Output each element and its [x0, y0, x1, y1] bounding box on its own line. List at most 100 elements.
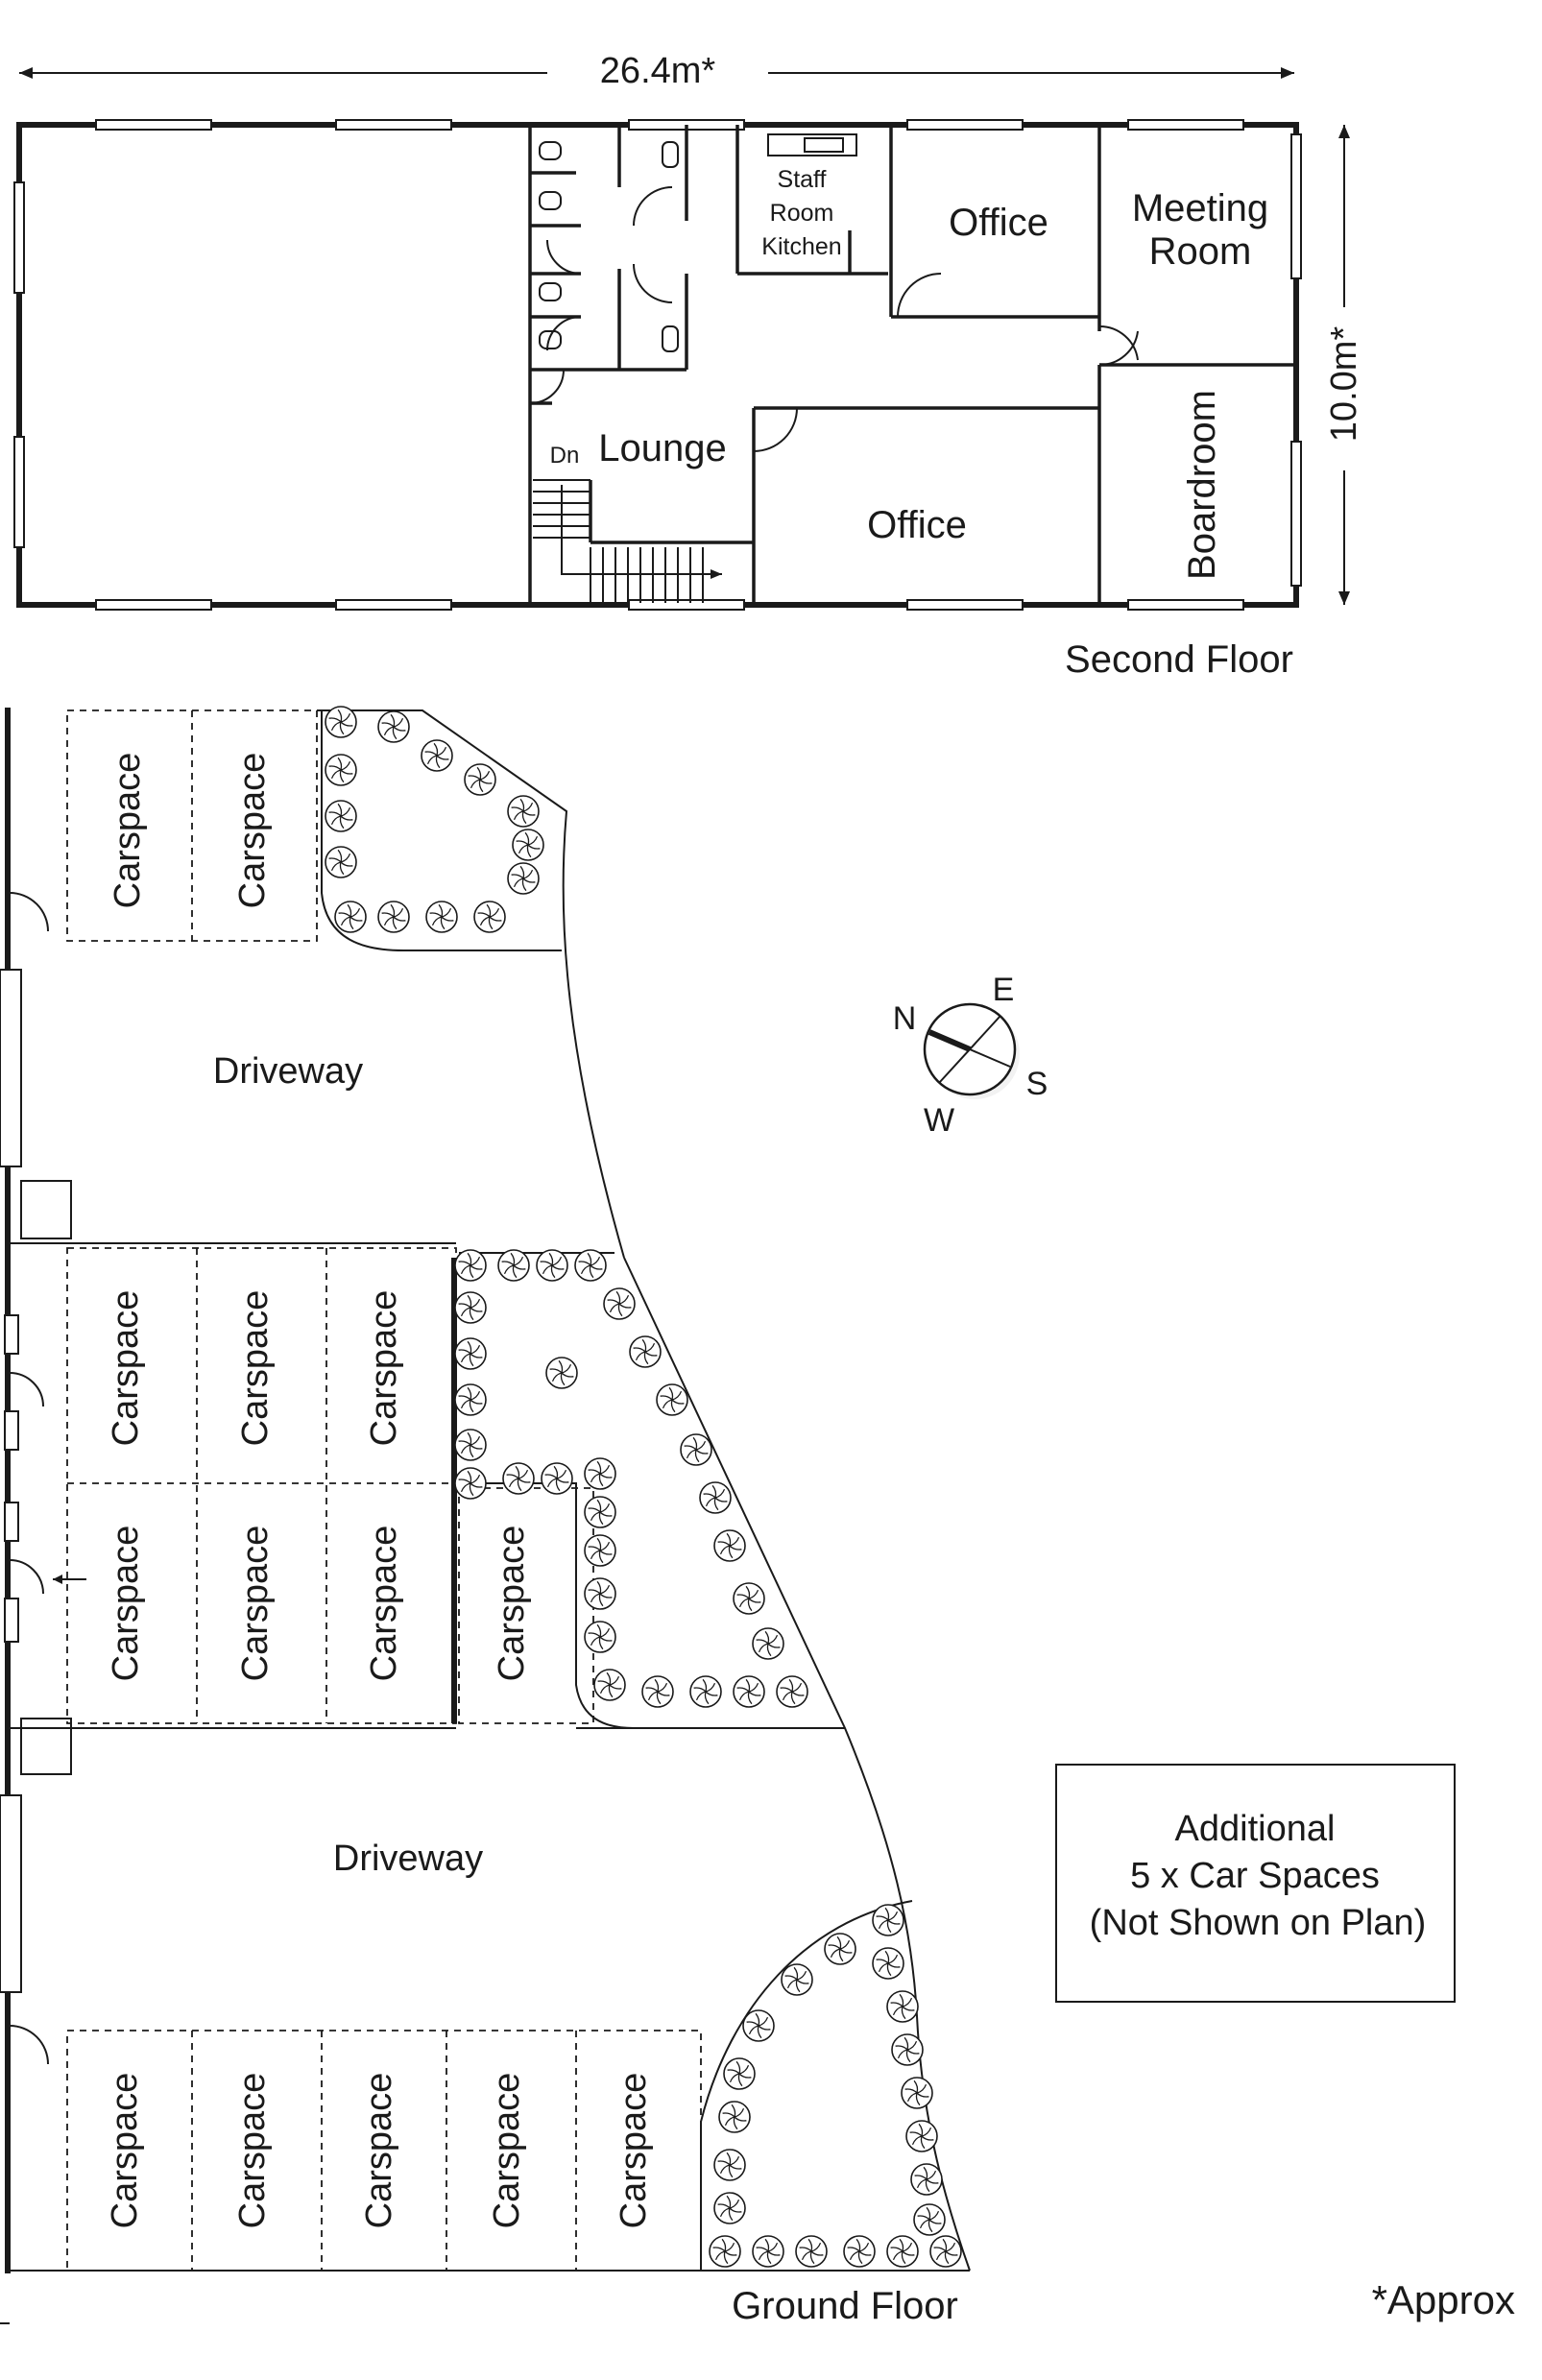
- tree-icon: [713, 1529, 746, 1562]
- meeting-room-label-1: Meeting: [1132, 187, 1268, 229]
- tree-icon: [901, 2077, 933, 2109]
- garden-beds: [321, 710, 913, 2271]
- compass-north-label: N: [893, 1000, 917, 1037]
- lounge-label: Lounge: [598, 427, 726, 469]
- tree-icon: [872, 1947, 904, 1980]
- boardroom-label: Boardroom: [1181, 390, 1223, 580]
- note-line-2: 5 x Car Spaces: [1130, 1856, 1380, 1896]
- tree-icon: [733, 1675, 765, 1708]
- tree-icon: [824, 1933, 856, 1965]
- tree-icon: [913, 2203, 946, 2236]
- tree-icon: [752, 1627, 784, 1660]
- tree-icon: [325, 754, 357, 786]
- tree-icon: [584, 1577, 616, 1610]
- compass-south-label: S: [1026, 1066, 1048, 1102]
- carspace-label: Carspace: [492, 1526, 532, 1682]
- tree-icon: [752, 2235, 784, 2268]
- tree-icon: [713, 2192, 746, 2224]
- tree-icon: [872, 1904, 904, 1936]
- stairs-down-label: Dn: [550, 443, 580, 469]
- carspace-label: Carspace: [235, 1290, 276, 1447]
- carspace-label: Carspace: [487, 2073, 527, 2229]
- tree-icon: [541, 1462, 573, 1495]
- tree-icon: [377, 901, 410, 933]
- tree-icon: [689, 1675, 722, 1708]
- staff-room-label-3: Kitchen: [761, 233, 841, 260]
- tree-icon: [464, 763, 496, 796]
- carspace-bays: [8, 709, 702, 2272]
- tree-icon: [497, 1249, 530, 1282]
- tree-icon: [733, 1582, 765, 1615]
- carspace-label: Carspace: [232, 2073, 273, 2229]
- note-line-1: Additional: [1175, 1809, 1336, 1849]
- trees: [325, 706, 962, 2268]
- tree-icon: [929, 2235, 962, 2268]
- carspace-labels: Carspace Carspace Carspace Carspace Cars…: [105, 753, 654, 2229]
- tree-icon: [325, 800, 357, 832]
- tree-icon: [334, 901, 367, 933]
- second-floor-plan: 26.4m* 10.0m*: [13, 51, 1364, 681]
- additional-spaces-note: Additional 5 x Car Spaces (Not Shown on …: [1055, 1764, 1456, 2003]
- tree-icon: [325, 706, 357, 738]
- tree-icon: [709, 2235, 741, 2268]
- tree-icon: [593, 1669, 626, 1701]
- tree-icon: [454, 1249, 487, 1282]
- tree-icon: [377, 710, 410, 743]
- office-lower-label: Office: [867, 504, 967, 546]
- tree-icon: [776, 1675, 808, 1708]
- tree-icon: [584, 1534, 616, 1567]
- carspace-label: Carspace: [106, 1290, 146, 1447]
- depth-dimension-label: 10.0m*: [1324, 326, 1364, 443]
- tree-icon: [507, 862, 540, 895]
- tree-icon: [454, 1383, 487, 1416]
- tree-icon: [584, 1496, 616, 1528]
- width-dimension-label: 26.4m*: [600, 51, 716, 91]
- carspace-label: Carspace: [359, 2073, 399, 2229]
- second-floor-caption: Second Floor: [1065, 638, 1293, 681]
- tree-icon: [742, 2009, 775, 2042]
- compass-rose: N E S W: [893, 972, 1048, 1139]
- tree-icon: [680, 1433, 712, 1466]
- tree-icon: [629, 1335, 662, 1368]
- staff-room-label-1: Staff: [778, 166, 827, 193]
- tree-icon: [603, 1287, 636, 1320]
- tree-icon: [718, 2101, 751, 2133]
- interior-walls: [528, 125, 1296, 605]
- carspace-label: Carspace: [106, 1526, 146, 1682]
- site-boundary: [8, 709, 971, 2272]
- carspace-label: Carspace: [235, 1526, 276, 1682]
- tree-icon: [891, 2033, 924, 2066]
- note-line-3: (Not Shown on Plan): [1090, 1903, 1427, 1943]
- tree-icon: [512, 829, 544, 861]
- carspace-label: Carspace: [108, 753, 148, 909]
- tree-icon: [574, 1249, 607, 1282]
- ground-floor-plan: Carspace Carspace Carspace Carspace Cars…: [0, 706, 971, 2327]
- tree-icon: [886, 2235, 919, 2268]
- tree-icon: [641, 1675, 674, 1708]
- tree-icon: [536, 1249, 568, 1282]
- meeting-room-label-2: Room: [1149, 230, 1252, 273]
- tree-icon: [325, 846, 357, 878]
- tree-icon: [910, 2163, 943, 2196]
- driveway-label-upper: Driveway: [213, 1051, 363, 1092]
- tree-icon: [656, 1383, 688, 1416]
- compass-west-label: W: [924, 1102, 954, 1139]
- office-upper-label: Office: [949, 202, 1048, 244]
- tree-icon: [545, 1357, 578, 1389]
- tree-icon: [843, 2235, 876, 2268]
- ground-windows: [0, 892, 86, 2324]
- tree-icon: [454, 1337, 487, 1370]
- carspace-label: Carspace: [232, 753, 273, 909]
- driveway-label-lower: Driveway: [333, 1839, 483, 1879]
- approx-footnote: *Approx: [1372, 2277, 1515, 2322]
- tree-icon: [713, 2149, 746, 2181]
- compass-east-label: E: [993, 972, 1015, 1008]
- tree-icon: [421, 739, 453, 772]
- tree-icon: [454, 1467, 487, 1500]
- tree-icon: [781, 1963, 813, 1996]
- carspace-label: Carspace: [105, 2073, 145, 2229]
- tree-icon: [454, 1291, 487, 1324]
- depth-dimension: 10.0m*: [1324, 125, 1364, 605]
- carspace-label: Carspace: [364, 1290, 404, 1447]
